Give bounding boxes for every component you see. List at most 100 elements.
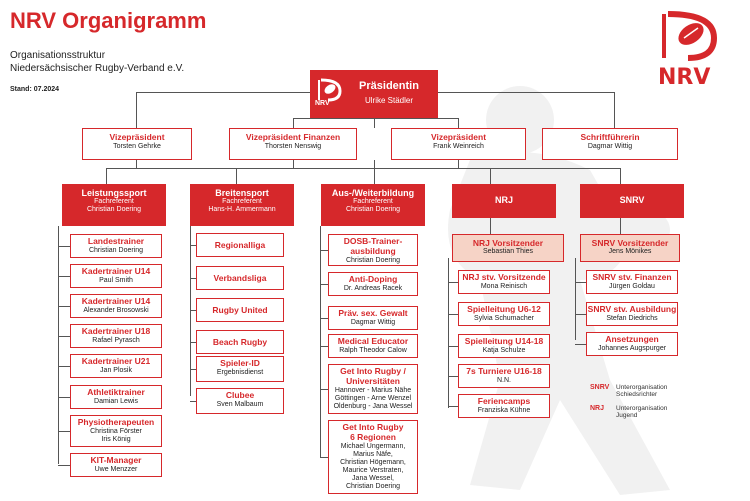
head-snrv: SNRV <box>580 184 684 218</box>
connector-line <box>58 431 70 433</box>
org-item-name: Mona Reinisch <box>480 282 528 290</box>
org-item-name: Johannes Augspurger <box>597 344 667 352</box>
head5-title: SNRV <box>619 195 645 205</box>
head2-sub1: Fachreferent <box>222 198 262 205</box>
connector-line <box>58 336 70 338</box>
president-name: Ulrike Städler <box>364 96 413 105</box>
org-item-name: Hannover - Marius Nähe Göttingen - Arne … <box>333 386 413 410</box>
connector-line <box>190 278 196 280</box>
org-item-role: Landestrainer <box>87 236 145 246</box>
org-item-box: Regionalliga <box>196 233 284 257</box>
org-item-role: Physiotherapeuten <box>77 417 155 427</box>
secretary-role: Schriftführerin <box>580 132 640 142</box>
head1-sub1: Fachreferent <box>94 198 134 205</box>
connector-line <box>190 310 196 312</box>
org-item-name: Dr. Andreas Racek <box>343 284 403 292</box>
connector-line <box>190 401 196 403</box>
org-item-role: Anti-Doping <box>348 274 398 284</box>
connector-line <box>575 344 586 346</box>
legend-snrv-abbr: SNRV <box>590 384 610 391</box>
org-item-role: Spielleitung U14-18 <box>464 336 544 346</box>
connector-line <box>320 284 328 286</box>
org-item-role: Beach Rugby <box>212 336 268 347</box>
org-item-role: SNRV stv. Finanzen <box>592 272 672 282</box>
org-item-name: Stefan Diedrichs <box>606 314 658 322</box>
org-item-role: Spieler-ID <box>220 358 260 368</box>
org-item-role: Kadertrainer U21 <box>81 356 151 366</box>
org-item-name: Paul Smith <box>99 276 133 284</box>
subtitle-line1: Organisationsstruktur <box>10 50 106 61</box>
nrj-lead-name: Sebastian Thies <box>482 248 534 255</box>
vp2-name: Thorsten Nenswig <box>264 142 322 150</box>
head-ausbildung: Aus-/Weiterbildung Fachreferent Christia… <box>321 184 425 226</box>
vp-box-3: Vizepräsident Frank Weinreich <box>391 128 526 160</box>
head3-sub1: Fachreferent <box>353 198 393 205</box>
org-item-name: Jan Plosik <box>100 366 132 374</box>
org-item-name: N.N. <box>497 376 511 384</box>
vp-box-1: Vizepräsident Torsten Gehrke <box>82 128 192 160</box>
org-item-role: Rugby United <box>212 304 268 315</box>
connector-line <box>320 389 328 391</box>
connector-line <box>320 346 328 348</box>
head2-title: Breitensport <box>215 188 269 198</box>
head2-sub2: Hans-H. Ammermann <box>208 206 276 214</box>
connector-line <box>320 457 328 459</box>
head-breitensport: Breitensport Fachreferent Hans-H. Ammerm… <box>190 184 294 226</box>
connector-line <box>190 245 196 247</box>
secretary-name: Dagmar Wittig <box>587 142 633 150</box>
subtitle-line2: Niedersächsischer Rugby-Verband e.V. <box>10 63 185 74</box>
legend-nrj-text: Unterorganisation Jugend <box>616 405 668 420</box>
connector-line <box>58 246 70 248</box>
org-item-name: Sylvia Schumacher <box>474 314 534 322</box>
connector-line <box>58 465 70 467</box>
president-role: Präsidentin <box>359 80 419 92</box>
connector-line <box>190 342 196 344</box>
org-item-name: Christian Doering <box>345 256 401 264</box>
vp2-role: Vizepräsident Finanzen <box>245 132 341 142</box>
page-title: NRV Organigramm <box>10 8 207 33</box>
nrv-logo: NRV <box>658 10 720 89</box>
org-item-role: Kadertrainer U18 <box>81 326 151 336</box>
org-item-role: SNRV stv. Ausbildung <box>587 304 677 314</box>
vp3-name: Frank Weinreich <box>433 142 484 150</box>
nrj-lead-role: NRJ Vorsitzender <box>472 238 544 248</box>
legend-nrj-abbr: NRJ <box>590 405 605 412</box>
connector-line <box>448 406 458 408</box>
connector-line <box>58 306 70 308</box>
org-item-name: Katja Schulze <box>482 346 526 354</box>
vp-finance-box: Vizepräsident Finanzen Thorsten Nenswig <box>229 128 357 160</box>
org-item-role: 7s Turniere U16-18 <box>466 366 542 376</box>
connector-line <box>448 376 458 378</box>
vp1-name: Torsten Gehrke <box>113 142 161 150</box>
snrv-lead-role: SNRV Vorsitzender <box>591 238 669 248</box>
vp1-role: Vizepräsident <box>109 132 165 142</box>
org-item-role: Ansetzungen <box>605 334 659 344</box>
org-item-role: Präv. sex. Gewalt <box>338 308 408 318</box>
snrv-lead-box: SNRV Vorsitzender Jens Mönikes <box>580 234 680 262</box>
org-item-name: Christian Doering <box>88 246 144 254</box>
connector-line <box>575 314 586 316</box>
org-item-name: Christina Förster Iris König <box>90 427 142 443</box>
connector-line <box>58 397 70 399</box>
org-item-box: Verbandsliga <box>196 266 284 290</box>
org-item-name: Jürgen Goldau <box>609 282 655 290</box>
head4-title: NRJ <box>494 195 513 205</box>
connector-line <box>190 369 196 371</box>
